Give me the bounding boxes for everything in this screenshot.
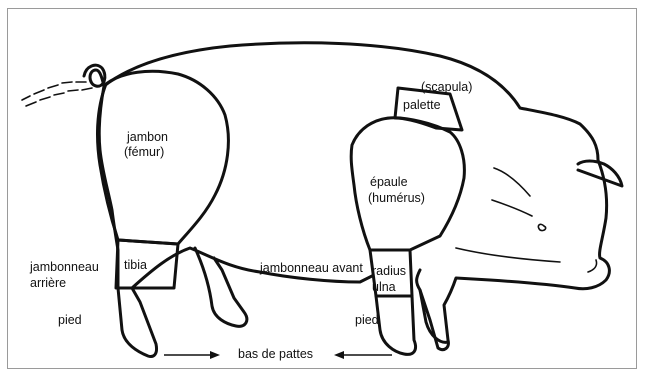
label-jambonneau-avant: jambonneau avant (260, 261, 363, 275)
label-pied-arriere: pied (58, 313, 82, 327)
label-jambon: jambon (127, 130, 168, 144)
label-humerus: (humérus) (368, 191, 425, 205)
tail-dashes (22, 82, 92, 106)
tail-curl (84, 65, 105, 86)
pig-body-outline (99, 43, 609, 357)
label-scapula: (scapula) (421, 80, 472, 94)
arrow-right-head (334, 351, 344, 359)
label-pied-avant: pied (355, 313, 379, 327)
label-femur: (fémur) (124, 145, 164, 159)
label-radius: radius (372, 264, 406, 278)
label-jambonneau-arriere-1: jambonneau (30, 260, 99, 274)
label-jambonneau-arriere-2: arrière (30, 276, 66, 290)
label-tibia: tibia (124, 258, 147, 272)
label-palette: palette (403, 98, 441, 112)
mouth-line (456, 248, 560, 262)
nostril-mark (538, 224, 596, 272)
arrow-left-head (210, 351, 220, 359)
label-bas-de-pattes: bas de pattes (238, 347, 313, 361)
eye-mark (492, 168, 532, 216)
label-epaule: épaule (370, 175, 408, 189)
label-ulna: ulna (372, 280, 396, 294)
